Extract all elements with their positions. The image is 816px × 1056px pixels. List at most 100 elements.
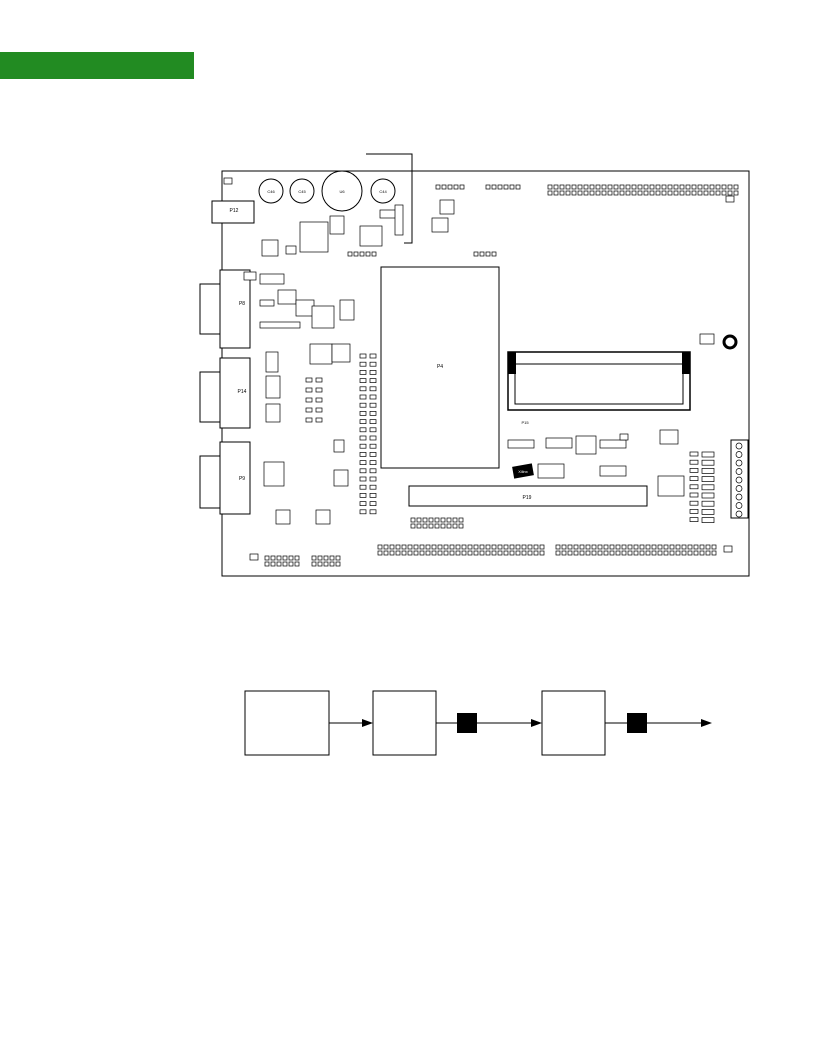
header-pin	[473, 544, 479, 550]
header-pin	[699, 550, 705, 556]
header-pin	[643, 190, 649, 196]
header-pin	[491, 184, 497, 190]
capacitor-label: C45	[298, 189, 306, 194]
header-pin	[435, 184, 441, 190]
header-pin	[422, 517, 428, 523]
header-pin	[264, 561, 270, 567]
header-pin	[547, 190, 553, 196]
header-pin	[579, 544, 585, 550]
component-chip	[659, 429, 679, 445]
header-pin	[270, 561, 276, 567]
component-chip	[263, 461, 285, 487]
header-pin	[365, 251, 371, 257]
header-pin	[503, 544, 509, 550]
header-pin	[667, 190, 673, 196]
header-pin	[603, 544, 609, 550]
smd-part	[315, 387, 323, 393]
header-pin	[491, 544, 497, 550]
header-pin	[691, 184, 697, 190]
header-pin	[329, 555, 335, 561]
header-pin	[441, 184, 447, 190]
smd-part	[369, 435, 377, 441]
small-components	[223, 177, 735, 561]
component-chip	[295, 299, 315, 317]
header-pin	[591, 550, 597, 556]
header-pin	[585, 544, 591, 550]
header-pin	[637, 190, 643, 196]
smd-part	[689, 468, 699, 473]
header-pin	[553, 184, 559, 190]
header-pin	[573, 544, 579, 550]
header-pin	[663, 544, 669, 550]
header-pin	[691, 190, 697, 196]
header-pin	[270, 555, 276, 561]
header-pin	[693, 550, 699, 556]
db9-connector	[219, 269, 251, 349]
header-pin	[533, 550, 539, 556]
smd-part	[359, 493, 367, 498]
header-pin	[663, 550, 669, 556]
header-pin	[443, 550, 449, 556]
connector-label: P14	[238, 389, 247, 395]
header-pin	[573, 550, 579, 556]
smd-part	[369, 386, 377, 392]
header-pin	[577, 184, 583, 190]
smd-part	[359, 476, 367, 482]
header-pin	[407, 550, 413, 556]
header-pin	[395, 544, 401, 550]
header-pin	[485, 544, 491, 550]
header-pin	[533, 544, 539, 550]
header-pin	[699, 544, 705, 550]
header-pin	[565, 184, 571, 190]
header-pin	[583, 184, 589, 190]
header-pin	[401, 550, 407, 556]
header-pin	[473, 550, 479, 556]
capacitor-label: C44	[379, 189, 387, 194]
header-pin	[539, 544, 545, 550]
smd-part	[369, 378, 377, 383]
header-pin	[311, 561, 317, 567]
header-pin	[453, 184, 459, 190]
smd-part	[305, 417, 313, 423]
header-pin	[589, 190, 595, 196]
component-chip	[723, 545, 733, 553]
db9-shell	[199, 371, 223, 423]
flow-marker-block	[457, 713, 477, 733]
smd-part	[305, 397, 313, 403]
component-chip	[259, 273, 285, 285]
header-pin	[561, 550, 567, 556]
header-pin	[425, 550, 431, 556]
header-pin	[669, 550, 675, 556]
header-pin	[645, 550, 651, 556]
component-chip	[311, 305, 335, 329]
header-pin	[681, 550, 687, 556]
component-chip	[331, 343, 351, 363]
header-pin	[422, 523, 428, 529]
smd-part	[689, 492, 699, 498]
component-chip	[699, 333, 715, 345]
header-pin	[317, 561, 323, 567]
smd-part	[359, 411, 367, 416]
memory-socket: P15	[507, 351, 691, 425]
component-chip	[599, 439, 627, 449]
header-pin	[679, 190, 685, 196]
header-pin	[521, 550, 527, 556]
component-chip	[265, 351, 279, 373]
power-jack	[211, 200, 255, 224]
header-pin	[401, 544, 407, 550]
smd-part	[369, 370, 377, 375]
smd-part	[359, 394, 367, 400]
connector-label: P9	[239, 476, 245, 482]
header-pin	[721, 184, 727, 190]
header-pin	[565, 190, 571, 196]
header-pin	[389, 544, 395, 550]
terminal-screw	[735, 442, 743, 450]
header-pin	[711, 550, 717, 556]
header-pin	[377, 544, 383, 550]
battery	[321, 170, 363, 212]
header-pin	[413, 550, 419, 556]
header-pin	[479, 544, 485, 550]
header-pin	[515, 550, 521, 556]
header-pin	[667, 184, 673, 190]
header-pin	[317, 555, 323, 561]
